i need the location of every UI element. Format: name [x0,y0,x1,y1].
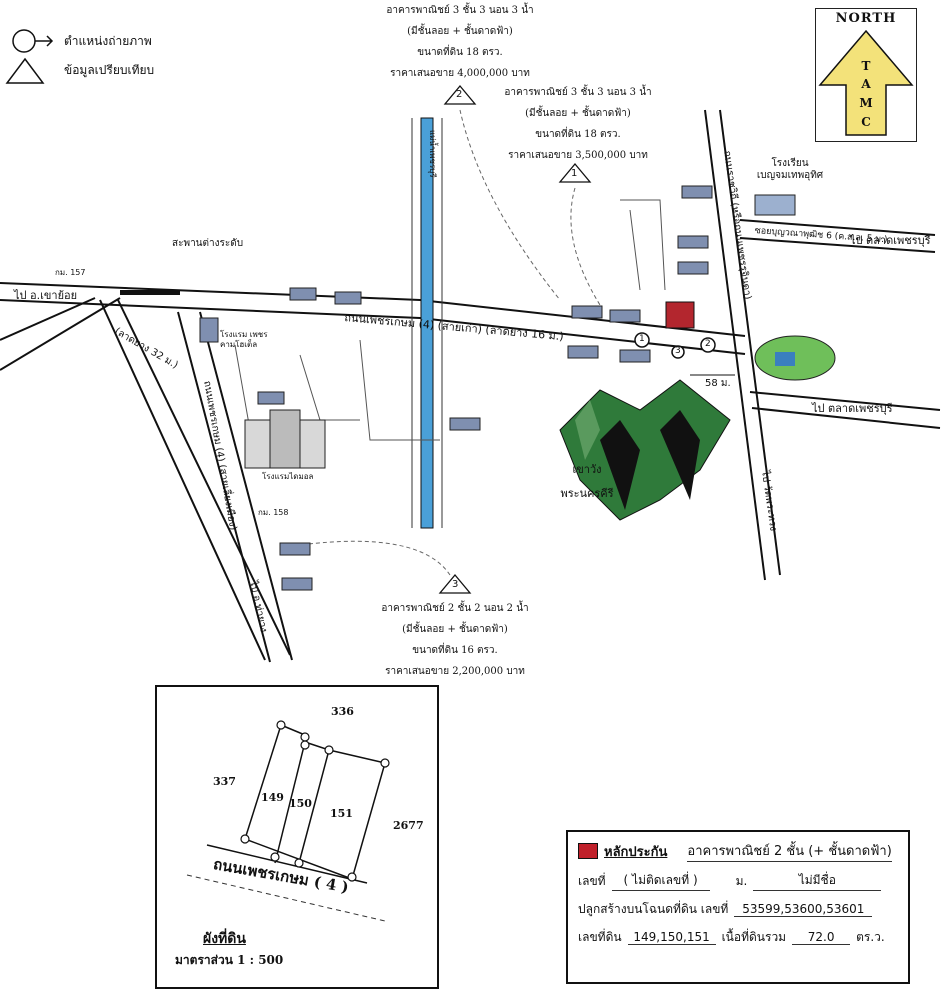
mountain-label: เขาวัง พระนครคีรี [560,463,614,500]
location-map [0,29,941,663]
triangle-1-label: 1 [571,168,578,179]
land-label: เลขที่ดิน [578,929,622,944]
comparable-line: ราคาเสนอขาย 3,500,000 บาท [508,150,648,161]
distance-label: 58 ม. [705,378,731,389]
photo-markers [634,332,716,359]
collateral-land-row: เลขที่ดิน 149,150,151 เนื้อที่ดินรวม 72.… [578,926,885,948]
north-letter: T [861,59,871,73]
triangle-3-label: 3 [452,579,459,590]
neighbor-left: 337 [213,775,236,788]
right-vertical-road [704,109,781,581]
comparable-triangles [438,84,592,594]
legend-icons [5,29,54,84]
collateral-swatch [578,843,598,859]
photo-marker-2: 2 [705,339,711,349]
collateral-title-row: หลักประกัน อาคารพาณิชย์ 2 ชั้น (+ ชั้นดา… [578,840,892,862]
triangle-2-label: 2 [456,89,463,100]
area-label: เนื้อที่ดินรวม [721,929,787,944]
comparable-line: (มีชั้นลอย + ชั้นดาดฟ้า) [525,108,631,119]
neighbor-right: 2677 [393,819,424,832]
school-label: โรงเรียน เบญจมเทพอุทิศ [756,158,824,181]
collateral-title: หลักประกัน [604,844,668,860]
deed-value: 53599,53600,53601 [734,902,873,917]
river [420,117,434,529]
comparable-line: อาคารพาณิชย์ 3 ชั้น 3 นอน 3 น้ำ [386,5,534,16]
north-letter: A [861,77,871,91]
legend-comparable: ข้อมูลเปรียบเทียบ [64,57,154,83]
km-157-label: กม. 157 [55,268,86,277]
bypass-road [177,311,293,663]
lot-149: 149 [261,791,284,804]
to-market-top-label: ไป ตลาดเพชรบุรี [850,234,931,247]
hotel-building [244,409,326,469]
area-value: 72.0 [792,930,851,945]
legend-photo-label: ตำแหน่งถ่ายภาพ [64,33,152,48]
photo-marker-3: 3 [675,346,681,356]
to-khao-yoi-label: ไป อ.เขาย้อย [14,289,78,302]
area-unit: ตร.ว. [856,929,885,944]
comparable-1-note: อาคารพาณิชย์ 3 ชั้น 3 นอน 3 น้ำ (มีชั้นล… [478,82,678,166]
hotel-label: โรงแรมไดมอล [262,472,314,481]
no-label: เลขที่ [578,873,606,888]
collateral-deed-row: ปลูกสร้างบนโฉนดที่ดิน เลขที่ 53599,53600… [578,898,873,920]
comparable-line: (มีชั้นลอย + ชั้นดาดฟ้า) [407,26,513,37]
plot-lines [186,720,390,922]
no-value: ( ไม่ติดเลขที่ ) [611,871,710,891]
comparable-line: ขนาดที่ดิน 18 ตรว. [417,47,503,58]
to-market-right-label: ไป ตลาดเพชรบุรี [812,402,893,415]
collateral-info: หลักประกัน อาคารพาณิชย์ 2 ชั้น (+ ชั้นดา… [566,830,910,984]
moo-value: ไม่มีชื่อ [753,871,882,891]
north-label: NORTH [835,11,897,26]
comparable-line: ราคาเสนอขาย 2,200,000 บาท [385,666,525,677]
market-roads [739,219,941,429]
collateral-type: อาคารพาณิชย์ 2 ชั้น (+ ชั้นดาดฟ้า) [687,840,892,862]
mountain-khao-wang [559,379,731,521]
north-letter: C [861,115,871,129]
comparable-2-note: อาคารพาณิชย์ 3 ชั้น 3 นอน 3 น้ำ (มีชั้นล… [360,0,560,84]
neighbor-top: 336 [331,705,354,718]
collateral-no-row: เลขที่ ( ไม่ติดเลขที่ ) ม. ไม่มีชื่อ [578,870,882,892]
land-value: 149,150,151 [627,930,716,945]
comparable-line: (มีชั้นลอย + ชั้นดาดฟ้า) [402,624,508,635]
comparable-line: ขนาดที่ดิน 18 ตรว. [535,129,621,140]
lot-150: 150 [289,797,312,810]
plot-diagram: 336 337 2677 149 150 151 ถนนเพชรเกษม ( 4… [155,685,439,989]
km-158-label: กม. 158 [258,508,289,517]
subject-property [665,301,695,329]
lot-151: 151 [330,807,353,820]
plot-title: ผังที่ดิน [203,931,246,947]
deed-label: ปลูกสร้างบนโฉนดที่ดิน เลขที่ [578,901,729,916]
moo-label: ม. [735,873,748,888]
legend-comparable-label: ข้อมูลเปรียบเทียบ [64,62,155,77]
comparable-line: อาคารพาณิชย์ 2 ชั้น 2 นอน 2 น้ำ [381,603,529,614]
comparable-line: ราคาเสนอขาย 4,000,000 บาท [390,68,530,79]
north-letter: M [859,96,873,110]
legend-photo-position: ตำแหน่งถ่ายภาพ [64,28,152,54]
north-arrow-icon [818,29,914,136]
plot-scale: มาตราส่วน 1 : 500 [175,953,284,967]
left-diagonal-roads [0,297,291,661]
north-arrow: NORTH T A M C [815,8,917,142]
photo-marker-1: 1 [639,334,645,344]
comparable-line: ขนาดที่ดิน 16 ตรว. [412,645,498,656]
comparable-line: อาคารพาณิชย์ 3 ชั้น 3 นอน 3 น้ำ [504,87,652,98]
river-label: แม่น้ำเพชรบุรี [428,130,437,178]
overpass-label: สะพานต่างระดับ [172,238,244,249]
park [754,335,836,381]
hotel-petch-label: โรงแรม เพชรคามโฮเต็ล [220,330,268,349]
buildings [199,185,713,591]
comparable-3-note: อาคารพาณิชย์ 2 ชั้น 2 นอน 2 น้ำ (มีชั้นล… [355,598,555,682]
